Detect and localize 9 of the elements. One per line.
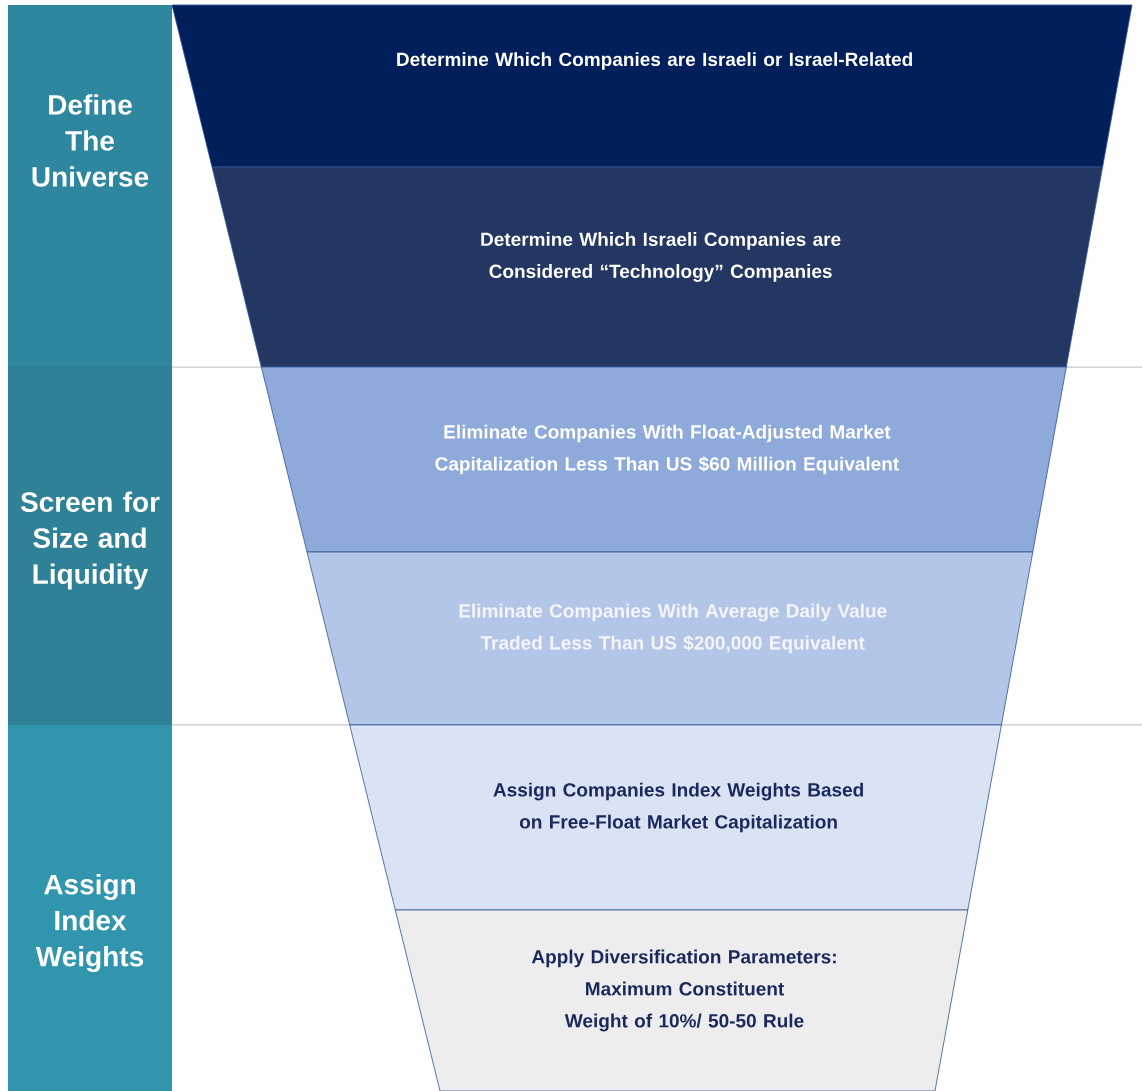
funnel-segment: Eliminate Companies With Average Daily Value Traded Less Than US $200,000 Equivalent [306,551,1034,726]
stage-band: Assign Index Weights [8,725,172,1091]
stage-band: Define The Universe [8,5,172,366]
funnel-segment: Assign Companies Index Weights Based on Free-Float Market Capitalization [349,724,1002,911]
stage-band: Screen for Size and Liquidity [8,366,172,725]
funnel-segment: Determine Which Companies are Israeli or Israel-Related [171,4,1133,168]
funnel-segment: Apply Diversification Parameters: Maximum Constituent Weight of 10%/ 50-50 Rule [394,909,969,1091]
funnel-segment: Determine Which Israeli Companies are Considered “Technology” Companies [211,166,1103,368]
funnel-segment: Eliminate Companies With Float-Adjusted Market Capitalization Less Than US $60 Million Equivalent [260,366,1067,553]
